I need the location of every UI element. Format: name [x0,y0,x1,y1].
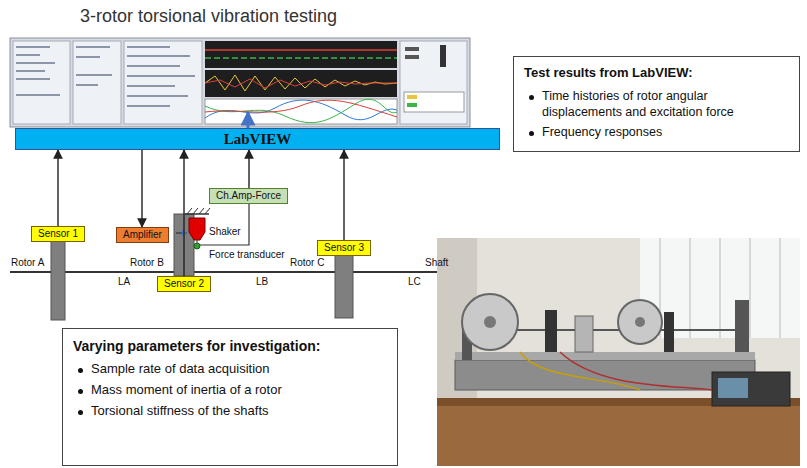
box-heading: Varying parameters for investigation: [73,337,387,355]
box-label: Sensor 1 [38,228,78,240]
bullet-item: Torsional stiffness of the shafts [73,403,387,420]
bullet-dot [529,131,534,136]
diagram-title: 3-rotor torsional vibration testing [80,6,337,27]
part-label: LB [256,276,268,288]
part-label: Shaker [209,226,241,238]
bullet-dot [529,95,534,100]
bullet-item: Frequency responses [524,124,789,140]
box-heading: Test results from LabVIEW: [524,65,789,82]
sensor-box: Sensor 1 [31,226,85,242]
signal-arrow [57,150,58,226]
part-label: Force transducer [209,249,285,261]
parameters-box: Varying parameters for investigation: Sam… [62,328,398,466]
box-label: LabVIEW [224,131,292,148]
rig-photo [437,238,800,466]
amplifier-box: Amplifier [116,227,169,243]
signal-arrow [343,150,344,240]
part-label: Rotor C [290,257,324,269]
bullet-dot [78,389,83,394]
bullet-item: Mass moment of inertia of a rotor [73,382,387,399]
part-label: LC [408,276,421,288]
part-label: Rotor B [130,257,164,269]
bullet-dot [78,368,83,373]
results-box: Test results from LabVIEW: Time histories… [513,56,800,152]
part-label: LA [118,276,130,288]
sensor-box: Sensor 2 [157,276,211,292]
bullet-item: Sample rate of data acquisition [73,361,387,378]
box-label: Amplifier [123,229,162,241]
part-label: Shaft [425,257,448,269]
box-label: Ch.Amp-Force [216,190,281,202]
labview-band: LabVIEW [15,128,500,150]
bullet-dot [78,410,83,415]
labview-screenshot [10,38,470,128]
signal-arrow [248,150,249,188]
part-label: Rotor A [11,257,44,269]
charge-amplifier-box: Ch.Amp-Force [209,188,288,204]
sensor-box: Sensor 3 [317,240,371,256]
signal-arrow [141,150,142,227]
box-label: Sensor 2 [164,278,204,290]
box-label: Sensor 3 [324,242,364,254]
signal-arrow [183,150,184,276]
bullet-item: Time histories of rotor angular displace… [524,88,789,121]
rotor-schematic [10,203,478,320]
